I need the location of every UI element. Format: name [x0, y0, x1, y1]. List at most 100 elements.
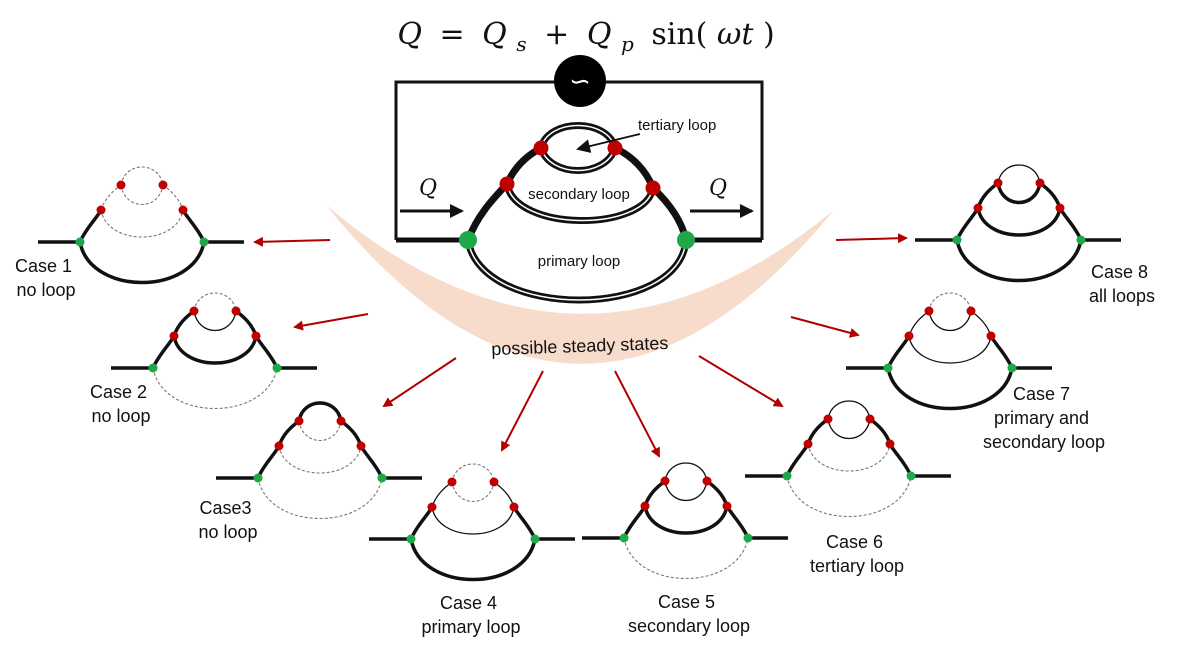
secondary-lower-branch: [643, 505, 729, 535]
tertiary-node-left: [447, 477, 457, 487]
primary-upper-right: [725, 505, 750, 539]
secondary-node-left: [169, 331, 179, 341]
tertiary-lower-branch: [298, 420, 342, 442]
secondary-node-right: [885, 439, 895, 449]
case-2-diagram: [111, 292, 317, 409]
tertiary-node-right: [336, 416, 346, 426]
secondary-lower-branch: [976, 207, 1062, 237]
case-3-label: Case3 no loop: [198, 498, 257, 542]
case-2-label: Case 2 no loop: [90, 382, 152, 426]
secondary-node-right: [722, 501, 732, 511]
primary-lower-branch: [886, 367, 1014, 411]
tertiary-node-right: [1035, 178, 1045, 188]
tertiary-lower-branch: [451, 481, 495, 503]
secondary-upper-right: [493, 481, 515, 508]
eq-equals: =: [439, 17, 464, 52]
secondary-node-right: [251, 331, 261, 341]
tertiary-loop-lower-inner: [540, 147, 616, 172]
primary-lower-branch: [786, 475, 912, 517]
secondary-node-right: [356, 441, 366, 451]
tertiary-node-right: [489, 477, 499, 487]
secondary-upper-left: [976, 181, 1000, 209]
tertiary-node-left: [116, 180, 126, 190]
case-3-diagram: [216, 401, 422, 519]
secondary-node-left: [904, 331, 914, 341]
tertiary-node-left: [924, 306, 934, 316]
primary-upper-left: [409, 506, 434, 540]
tertiary-upper-branch: [997, 164, 1041, 184]
main-node-tertiary-left: [533, 140, 549, 156]
eq-close: ): [763, 17, 775, 52]
primary-upper-right: [359, 445, 384, 479]
arrow-case-1: [253, 236, 331, 247]
primary-upper-left: [78, 209, 103, 243]
secondary-node-right: [509, 502, 519, 512]
secondary-lower-branch: [100, 209, 184, 238]
tertiary-loop-lower: [537, 146, 619, 174]
steady-states-banner: [326, 205, 834, 364]
arrow-case-8: [835, 233, 908, 244]
arrow-case-7: [790, 316, 860, 338]
secondary-upper-left: [908, 310, 930, 337]
tertiary-node-right: [231, 306, 241, 316]
secondary-lower-branch: [807, 443, 891, 472]
tertiary-node-right: [158, 180, 168, 190]
outlet-node: [199, 237, 209, 247]
secondary-node-right: [178, 205, 188, 215]
secondary-node-left: [427, 502, 437, 512]
eq-lhs: Q: [397, 17, 422, 52]
secondary-upper-left: [172, 309, 196, 337]
secondary-node-left: [274, 441, 284, 451]
tertiary-node-right: [702, 476, 712, 486]
secondary-upper-left: [431, 481, 453, 508]
secondary-upper-right: [705, 479, 729, 507]
tertiary-lower-branch: [664, 480, 708, 502]
primary-loop-lower: [464, 239, 690, 304]
secondary-upper-left: [806, 417, 830, 445]
secondary-lower-branch: [431, 506, 515, 535]
inlet-node: [952, 235, 962, 245]
primary-lower-branch: [623, 537, 749, 579]
case-1-diagram: [38, 166, 244, 285]
secondary-node-left: [96, 205, 106, 215]
tertiary-node-left: [189, 306, 199, 316]
secondary-node-left: [803, 439, 813, 449]
primary-lower-branch: [78, 241, 206, 285]
primary-upper-right: [989, 335, 1014, 369]
inflow-label: Q: [419, 176, 437, 201]
main-node-secondary-left: [499, 176, 515, 192]
main-node-inlet: [459, 231, 477, 249]
inlet-node: [782, 471, 792, 481]
case-4-diagram: [369, 463, 575, 582]
secondary-node-right: [1055, 203, 1065, 213]
case-5-diagram: [582, 462, 788, 579]
tertiary-upper-branch: [193, 292, 237, 312]
primary-lower-branch: [955, 239, 1083, 283]
primary-loop-label: primary loop: [538, 253, 621, 270]
secondary-upper-right: [1038, 181, 1062, 209]
secondary-lower-branch: [278, 445, 362, 474]
case-7-diagram: [846, 292, 1052, 411]
tertiary-node-right: [865, 414, 875, 424]
primary-lower-branch: [409, 538, 537, 582]
pump-source: [554, 55, 606, 107]
eq-qs-sub: s: [516, 32, 526, 56]
primary-upper-left: [955, 207, 980, 241]
outlet-node: [906, 471, 916, 481]
case-8-label: Case 8 all loops: [1089, 262, 1155, 306]
tertiary-lower-branch: [120, 184, 164, 206]
primary-upper-right: [181, 209, 206, 243]
primary-upper-left: [785, 443, 810, 477]
case-6-diagram: [745, 400, 951, 517]
tertiary-upper-branch: [451, 463, 495, 483]
inlet-node: [883, 363, 893, 373]
tertiary-node-left: [294, 416, 304, 426]
inlet-node: [253, 473, 263, 483]
secondary-upper-right: [162, 184, 184, 211]
tertiary-loop-upper: [537, 122, 619, 150]
tertiary-upper-branch: [928, 292, 972, 312]
primary-upper-right: [254, 335, 279, 369]
tertiary-node-left: [823, 414, 833, 424]
eq-plus: +: [544, 17, 569, 52]
primary-upper-right: [512, 506, 537, 540]
